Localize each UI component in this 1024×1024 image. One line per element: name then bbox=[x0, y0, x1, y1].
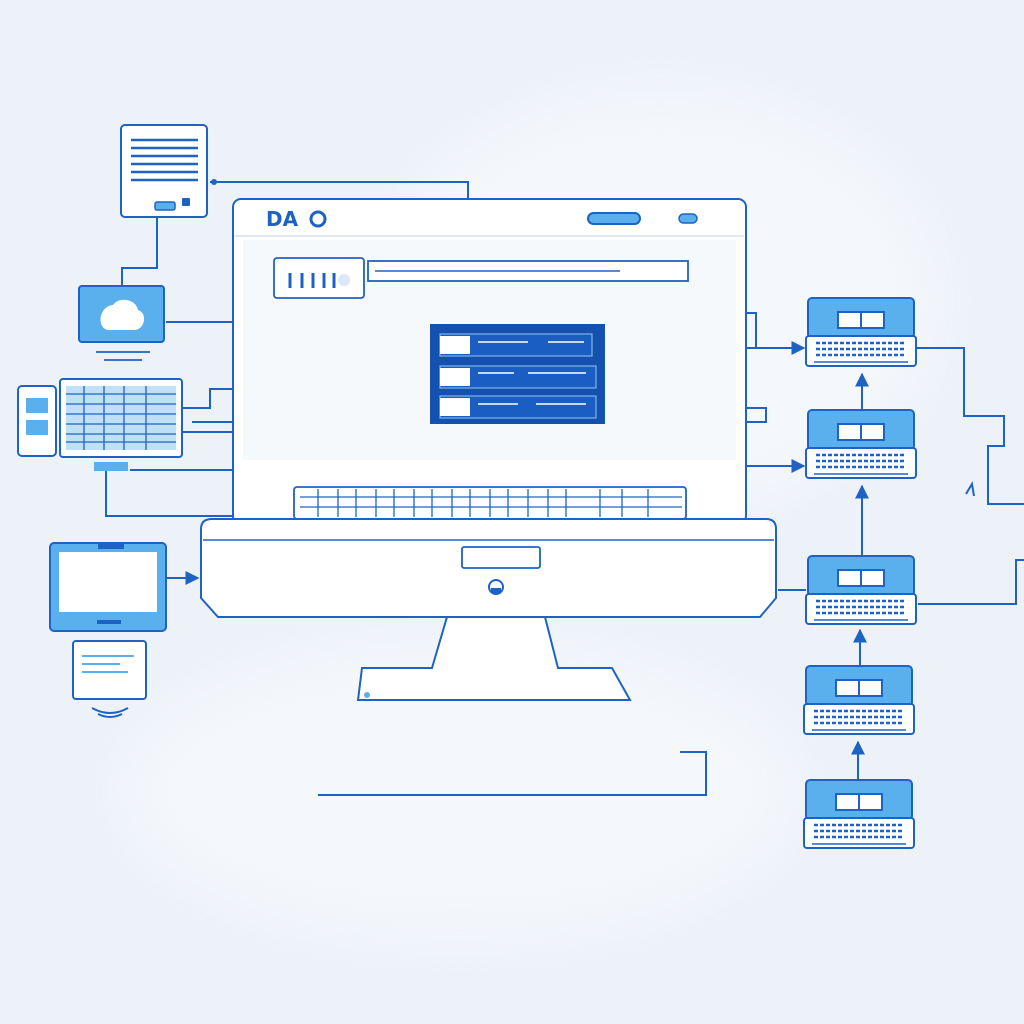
list-row-3[interactable] bbox=[439, 395, 597, 419]
search-bar-dot bbox=[338, 274, 350, 286]
window-control-button[interactable] bbox=[678, 213, 698, 224]
logo-circle-icon bbox=[309, 210, 327, 228]
cloud-tile-icon[interactable] bbox=[78, 285, 165, 361]
base-slot bbox=[461, 546, 541, 569]
document-icon[interactable] bbox=[120, 124, 208, 218]
phone-icon[interactable] bbox=[17, 385, 57, 457]
list-row-thumbnail bbox=[440, 368, 470, 386]
spreadsheet-monitor-icon[interactable] bbox=[59, 378, 183, 471]
window-progress-bar bbox=[587, 212, 641, 225]
monitor-icon[interactable] bbox=[49, 542, 167, 632]
list-row-thumbnail bbox=[440, 336, 470, 354]
stand-dot bbox=[364, 692, 370, 698]
laptop-icon[interactable] bbox=[805, 555, 917, 625]
laptop-icon[interactable] bbox=[805, 409, 917, 479]
connector-left-to-laptop-2 bbox=[105, 470, 236, 517]
window-logo: DA bbox=[266, 207, 327, 231]
list-row-1[interactable] bbox=[439, 333, 593, 357]
connector-doc-to-cloud bbox=[121, 218, 158, 288]
connector-bottom-ground bbox=[318, 751, 707, 796]
laptop-icon[interactable] bbox=[803, 665, 915, 735]
list-row-thumbnail bbox=[440, 398, 470, 416]
list-row-2[interactable] bbox=[439, 365, 597, 389]
search-bar-ticks bbox=[288, 273, 336, 288]
keyboard-keys bbox=[300, 489, 682, 517]
laptop-icon[interactable] bbox=[803, 779, 915, 849]
laptop-stack bbox=[803, 297, 917, 849]
connector-laptop-3-to-edge bbox=[918, 559, 1024, 605]
desktop-computer-icon bbox=[200, 198, 777, 701]
signal-card-icon[interactable] bbox=[72, 640, 147, 718]
search-bar[interactable] bbox=[273, 257, 365, 299]
monitor-stand bbox=[356, 616, 632, 701]
connector-right-tick bbox=[965, 481, 975, 497]
logo-text: DA bbox=[266, 207, 299, 231]
laptop-icon[interactable] bbox=[805, 297, 917, 367]
power-button[interactable] bbox=[488, 579, 504, 595]
connector-laptop-1-to-edge bbox=[916, 347, 1024, 505]
connector-dot bbox=[211, 179, 217, 185]
connector-doc-to-monitor bbox=[210, 181, 469, 200]
